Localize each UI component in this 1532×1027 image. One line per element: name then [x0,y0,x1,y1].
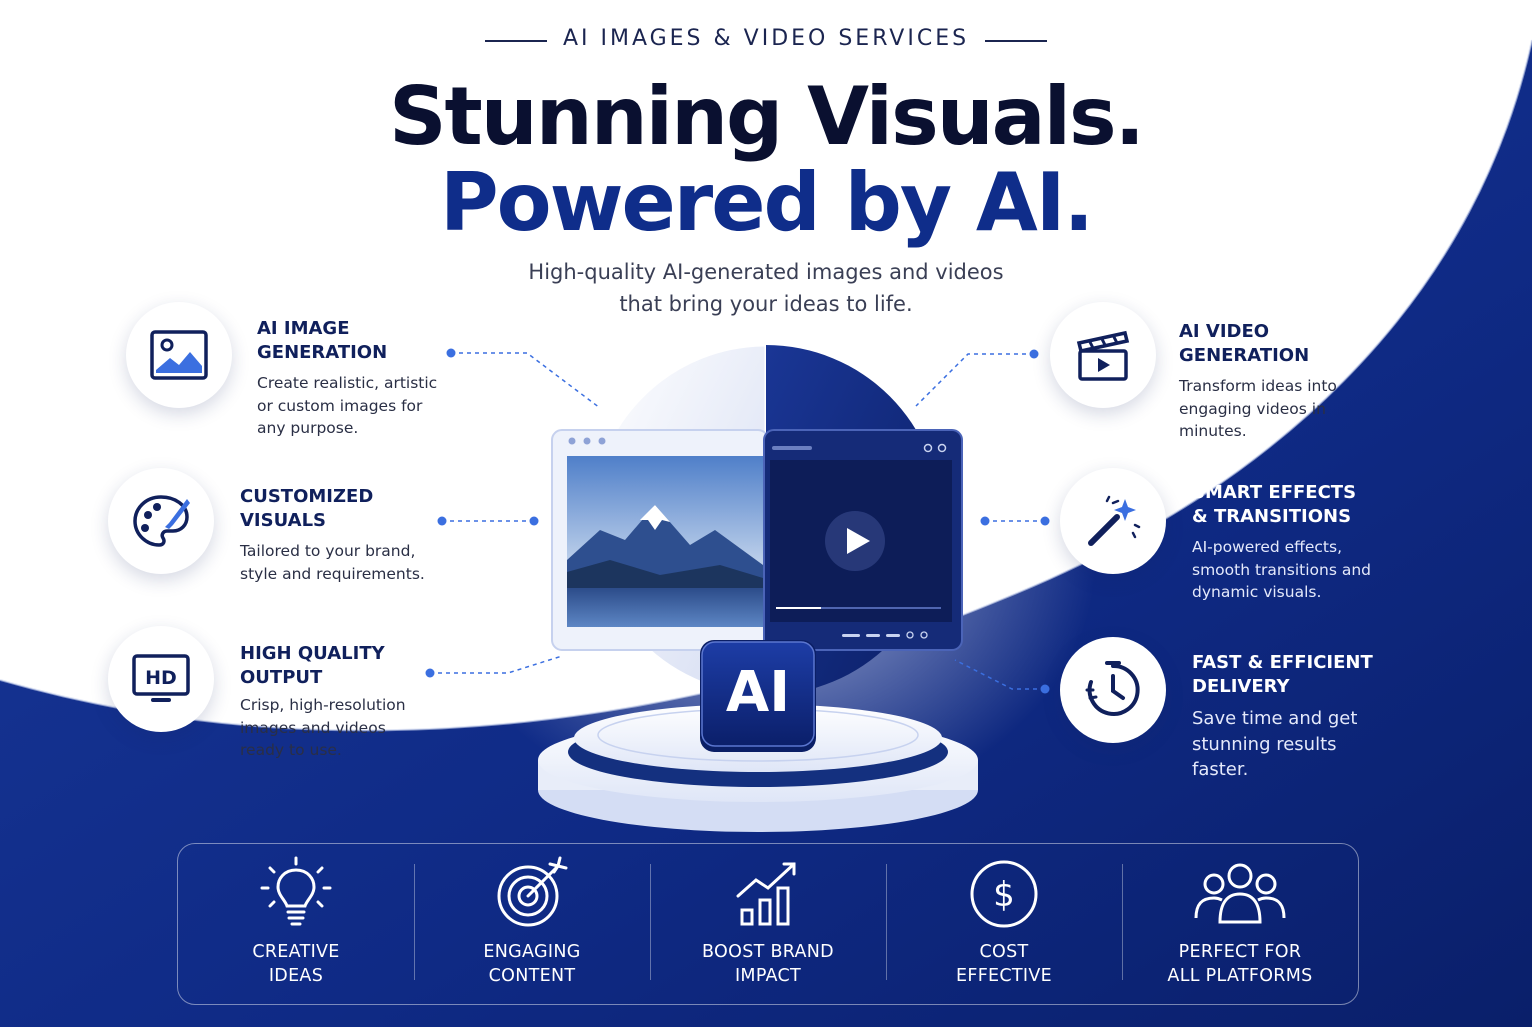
dollar-coin-icon: $ [970,860,1038,928]
feature-title: GENERATION [257,342,388,363]
feature-desc-line: or custom images for [257,396,423,415]
feature-desc-line: any purpose. [257,419,359,437]
headline-line-2: Powered by AI. [440,156,1094,249]
feature-title: DELIVERY [1192,676,1290,697]
feature-desc-line: images and videos [240,718,386,737]
feature-title: GENERATION [1179,345,1310,366]
feature-desc-line: engaging videos in [1179,399,1326,418]
feature-high-quality-output: HIGH QUALITY OUTPUT Crisp, high-resolutio… [240,642,440,762]
video-window [763,429,963,651]
feature-smart-effects: SMART EFFECTS & TRANSITIONS AI-powered ef… [1192,481,1392,604]
feature-desc-line: Save time and get [1192,708,1358,729]
feature-icon-circle [1060,468,1166,574]
benefit-boost-brand: BOOST BRAND IMPACT [650,844,886,1004]
feature-desc-line: style and requirements. [240,564,425,583]
benefit-label: IDEAS [268,966,324,986]
subtitle: High-quality AI-generated images and vid… [0,256,1532,320]
connector-lines [430,352,1045,690]
feature-title: CUSTOMIZED [240,486,374,507]
people-group-icon [1194,863,1286,924]
eyebrow-line-right [985,39,1048,42]
feature-fast-delivery: FAST & EFFICIENT DELIVERY Save time and g… [1192,651,1392,783]
feature-title: OUTPUT [240,667,323,688]
target-icon [497,856,568,927]
svg-text:HD: HD [145,667,177,689]
feature-desc-line: minutes. [1179,422,1247,440]
feature-desc-line: faster. [1192,759,1249,780]
ai-badge-box [700,640,816,752]
ai-badge: AI [725,660,791,725]
benefit-creative-ideas: CREATIVE IDEAS [178,844,414,1004]
image-icon [150,330,208,380]
feature-customized-visuals: CUSTOMIZED VISUALS Tailored to your brand… [240,485,440,585]
feature-title: VISUALS [240,510,327,531]
feature-desc-line: stunning results [1192,733,1337,755]
feature-title: & TRANSITIONS [1192,506,1352,527]
feature-title: SMART EFFECTS [1192,482,1357,503]
feature-desc-line: Transform ideas into [1179,377,1337,395]
feature-desc-line: dynamic visuals. [1192,583,1322,601]
subtitle-line-1: High-quality AI-generated images and vid… [528,260,1004,284]
feature-desc-line: ready to use. [240,741,342,759]
feature-ai-image-generation: AI IMAGE GENERATION Create realistic, art… [257,317,457,440]
benefits-bar: CREATIVE IDEAS ENGAGING CONTENT BOOST BRAN… [177,843,1359,1005]
headline-line-1: Stunning Visuals. [388,70,1145,163]
eyebrow-text: AI IMAGES & VIDEO SERVICES [562,26,970,51]
svg-text:$: $ [993,875,1015,915]
clapperboard-icon [1076,330,1130,381]
feature-icon-circle [1050,302,1156,408]
feature-desc-line: Create realistic, artistic [257,374,438,392]
benefit-label: CREATIVE [252,942,340,962]
subtitle-line-2: that bring your ideas to life. [619,292,913,316]
feature-desc-line: smooth transitions and [1192,560,1371,579]
clock-icon [1085,661,1140,716]
feature-icon-circle [1060,637,1166,743]
benefit-engaging-content: ENGAGING CONTENT [414,844,650,1004]
benefit-label: CONTENT [488,966,576,986]
eyebrow: AI IMAGES & VIDEO SERVICES [0,26,1532,51]
benefit-label: EFFECTIVE [955,966,1053,986]
benefit-all-platforms: PERFECT FOR ALL PLATFORMS [1122,844,1358,1004]
feature-icon-circle [108,468,214,574]
feature-icon-circle: HD [108,626,214,732]
growth-chart-icon [736,862,796,926]
hd-monitor-icon: HD [132,654,190,702]
feature-desc-line: Crisp, high-resolution [240,696,406,714]
feature-ai-video-generation: AI VIDEO GENERATION Transform ideas into e… [1179,320,1379,443]
image-window [551,429,769,651]
magic-wand-icon [1088,495,1141,546]
feature-title: AI VIDEO [1179,321,1270,342]
benefit-label: IMPACT [734,966,802,986]
feature-title: FAST & EFFICIENT [1192,652,1373,673]
lightbulb-icon [260,856,332,926]
feature-desc-line: AI-powered effects, [1192,538,1342,556]
palette-icon [133,495,190,547]
feature-title: AI IMAGE [257,318,350,339]
feature-desc-line: Tailored to your brand, [240,542,416,560]
benefit-label: COST [979,942,1029,962]
benefit-label: BOOST BRAND [702,942,834,962]
benefit-cost-effective: $ COST EFFECTIVE [886,844,1122,1004]
benefit-label: PERFECT FOR [1178,942,1302,962]
feature-icon-circle [126,302,232,408]
eyebrow-line-left [484,39,547,42]
benefit-label: ENGAGING [483,942,581,962]
benefit-label: ALL PLATFORMS [1167,966,1313,986]
feature-title: HIGH QUALITY [240,643,385,664]
